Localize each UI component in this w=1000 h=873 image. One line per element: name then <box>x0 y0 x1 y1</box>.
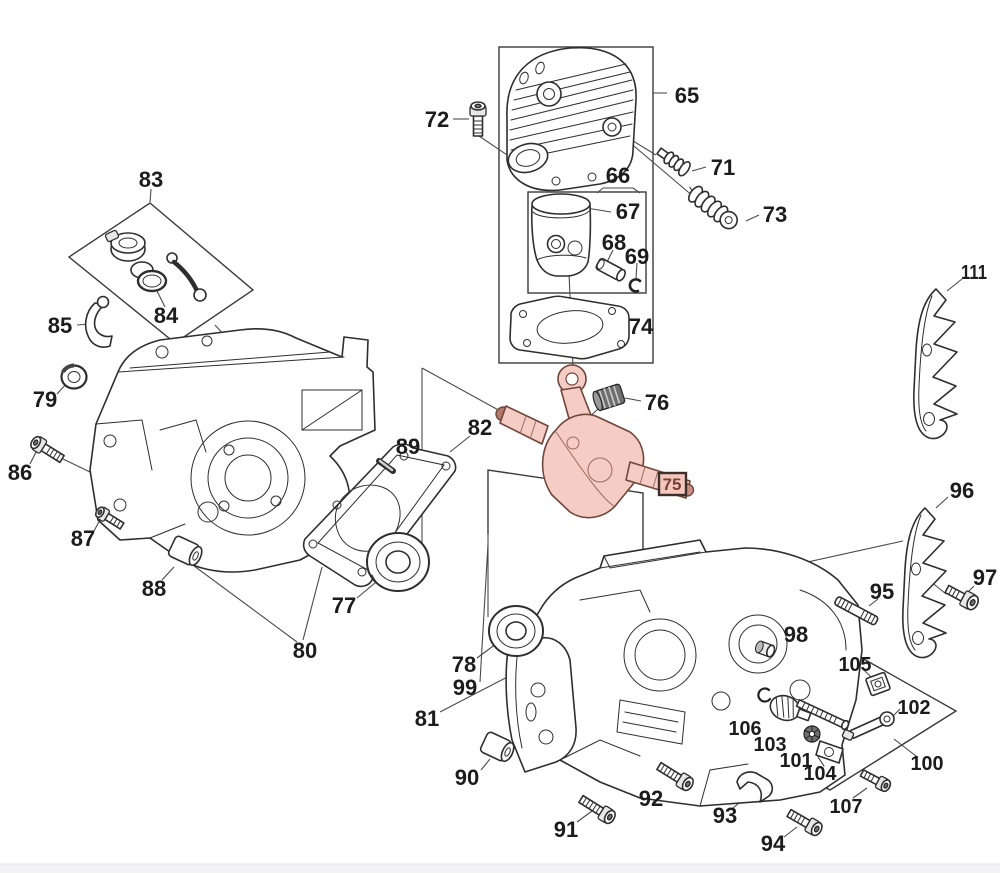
part-label-100: 100 <box>911 753 944 775</box>
piston-part <box>530 193 592 277</box>
fuel-cap-kit <box>104 229 207 302</box>
part-label-98: 98 <box>784 622 808 647</box>
part-label-88: 88 <box>142 576 166 601</box>
worm-gear-103 <box>769 694 812 722</box>
adjust-screw-shaft <box>795 699 850 731</box>
part-label-72: 72 <box>425 107 449 132</box>
part-label-66: 66 <box>606 163 630 188</box>
dowel-pin-89 <box>376 458 396 474</box>
plug-88 <box>167 535 203 567</box>
part-label-65: 65 <box>675 83 699 108</box>
part-label-76: 76 <box>645 390 669 415</box>
part-label-83: 83 <box>139 167 163 192</box>
cylinder-part <box>506 46 637 192</box>
nut-98 <box>754 640 776 658</box>
bolt-97 <box>944 584 980 611</box>
part-label-111: 111 <box>961 262 987 284</box>
part-label-103: 103 <box>754 734 787 756</box>
stud-95 <box>834 596 879 626</box>
part-label-67: 67 <box>616 199 640 224</box>
part-label-106: 106 <box>729 718 762 740</box>
part-label-95: 95 <box>870 579 894 604</box>
part-label-78: 78 <box>452 652 476 677</box>
needle-bearing-76 <box>592 383 626 412</box>
part-label-101: 101 <box>780 750 813 772</box>
pinion-gear-101 <box>803 725 821 743</box>
plug-90 <box>479 731 515 763</box>
part-label-97: 97 <box>973 565 997 590</box>
part-label-86: 86 <box>8 460 32 485</box>
oil-pump-group <box>757 671 895 793</box>
piston-pin-68 <box>595 257 626 282</box>
part-label-80: 80 <box>293 638 317 663</box>
part-label-99: 99 <box>453 675 477 700</box>
lever-102 <box>841 711 895 741</box>
part-label-104: 104 <box>804 763 838 785</box>
part-label-96: 96 <box>950 478 974 503</box>
part-label-71: 71 <box>711 155 735 180</box>
part-label-74: 74 <box>629 314 654 339</box>
part-label-87: 87 <box>71 526 95 551</box>
ball-bearing-78 <box>488 605 544 657</box>
part-label-84: 84 <box>154 303 179 328</box>
elbow-85 <box>84 295 113 348</box>
spike-bumper-111 <box>913 288 958 440</box>
oil-seal-79 <box>60 363 88 390</box>
screw-92 <box>656 761 694 792</box>
highlighted-callout-75[interactable]: 75 <box>657 471 688 497</box>
e-clip-106 <box>757 687 772 703</box>
o-ring-84 <box>136 269 168 293</box>
oil-seal-plug-71 <box>656 147 691 177</box>
part-label-94: 94 <box>761 831 786 856</box>
part-label-89: 89 <box>396 434 420 459</box>
screw-107 <box>859 769 892 793</box>
screw-94 <box>786 808 823 837</box>
part-label-69: 69 <box>625 244 649 269</box>
piston-pin-clip-69 <box>628 278 642 293</box>
bolt-86 <box>30 435 65 464</box>
bottom-bar <box>0 864 1000 873</box>
left-crankcase-part <box>89 328 376 573</box>
screw-91 <box>578 794 616 825</box>
clamp-93 <box>736 771 774 803</box>
cylinder-gasket-74 <box>509 295 630 360</box>
part-labels: 65 72 71 66 67 68 69 73 74 83 84 85 79 8… <box>8 83 997 856</box>
part-label-81: 81 <box>415 706 439 731</box>
part-label-90: 90 <box>455 765 479 790</box>
part-label-73: 73 <box>763 202 787 227</box>
cylinder-bolt-72 <box>469 101 487 137</box>
part-label-102: 102 <box>898 697 931 719</box>
part-label-93: 93 <box>713 803 737 828</box>
part-label-79: 79 <box>33 387 57 412</box>
part-label-75: 75 <box>663 475 682 494</box>
part-label-82: 82 <box>468 415 492 440</box>
part-label-105: 105 <box>839 654 872 676</box>
ball-bearing-77 <box>366 532 430 592</box>
spike-bumper-96 <box>902 507 947 659</box>
part-label-92: 92 <box>639 786 663 811</box>
part-label-107: 107 <box>830 796 863 818</box>
spring-73 <box>687 185 738 230</box>
pump-bracket-104 <box>815 740 844 767</box>
bolt-87 <box>94 506 125 530</box>
right-crankcase-part <box>505 539 863 807</box>
part-label-91: 91 <box>554 817 578 842</box>
part-label-77: 77 <box>332 593 356 618</box>
part-label-68: 68 <box>602 230 626 255</box>
square-nut-105 <box>865 671 891 697</box>
part-label-85: 85 <box>48 313 72 338</box>
